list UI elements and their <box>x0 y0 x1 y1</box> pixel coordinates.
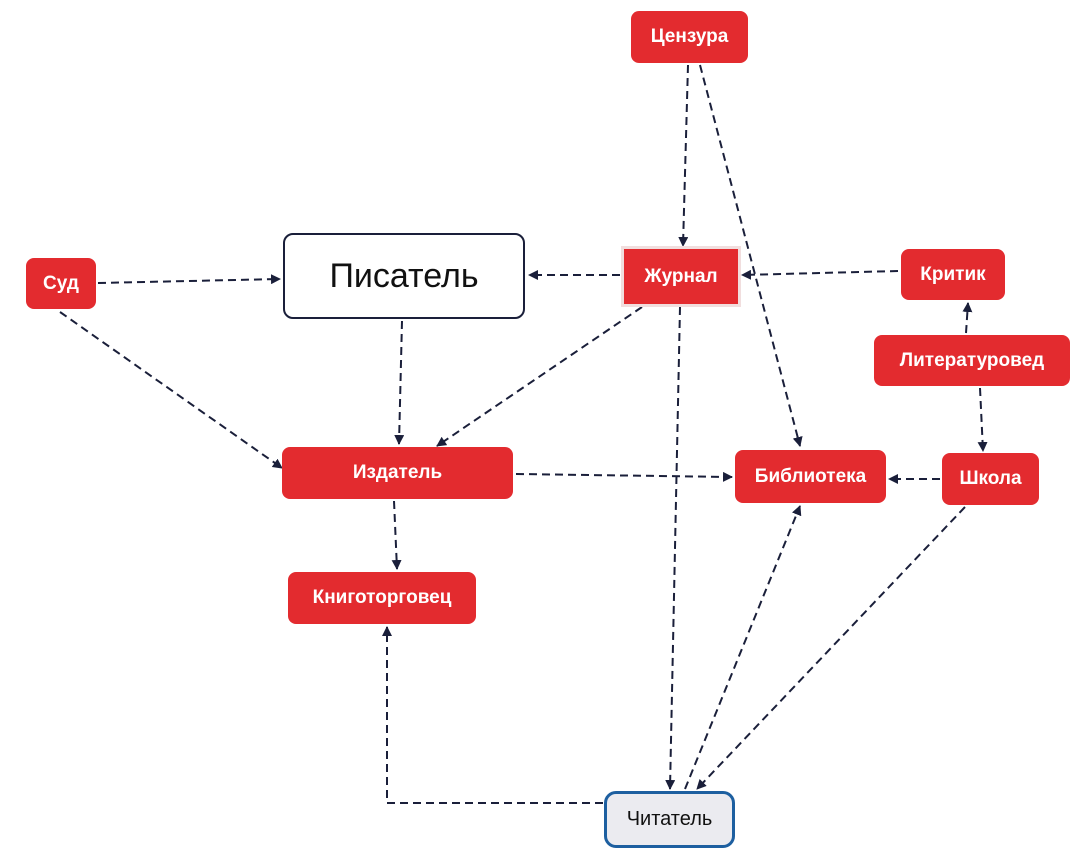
edge-writer-to-publisher <box>394 320 405 445</box>
edge-court-to-publisher <box>59 311 283 469</box>
node-scholar: Литературовед <box>874 335 1070 386</box>
node-journal: Журнал <box>624 249 738 304</box>
edge-censor-to-journal <box>678 64 689 247</box>
node-bookseller: Книготорговец <box>288 572 476 624</box>
edge-journal-to-publisher <box>436 306 643 447</box>
node-censor: Цензура <box>631 11 748 63</box>
edge-scholar-to-school <box>977 387 988 452</box>
node-reader: Читатель <box>604 791 735 848</box>
edge-scholar-to-critic <box>962 302 973 334</box>
node-writer: Писатель <box>283 233 525 319</box>
edge-school-to-reader <box>696 506 966 790</box>
edge-reader-to-bookseller <box>382 626 603 804</box>
edge-critic-to-journal <box>741 269 899 280</box>
edge-censor-to-library <box>699 64 803 447</box>
edge-reader-to-library <box>684 505 802 790</box>
node-school: Школа <box>942 453 1039 505</box>
node-library: Библиотека <box>735 450 886 503</box>
edge-court-to-writer <box>97 274 281 285</box>
node-critic: Критик <box>901 249 1005 300</box>
edge-publisher-to-library <box>515 471 733 482</box>
edge-journal-to-reader <box>665 306 681 790</box>
node-publisher: Издатель <box>282 447 513 499</box>
node-court: Суд <box>26 258 96 309</box>
edge-publisher-to-bookseller <box>391 500 402 570</box>
